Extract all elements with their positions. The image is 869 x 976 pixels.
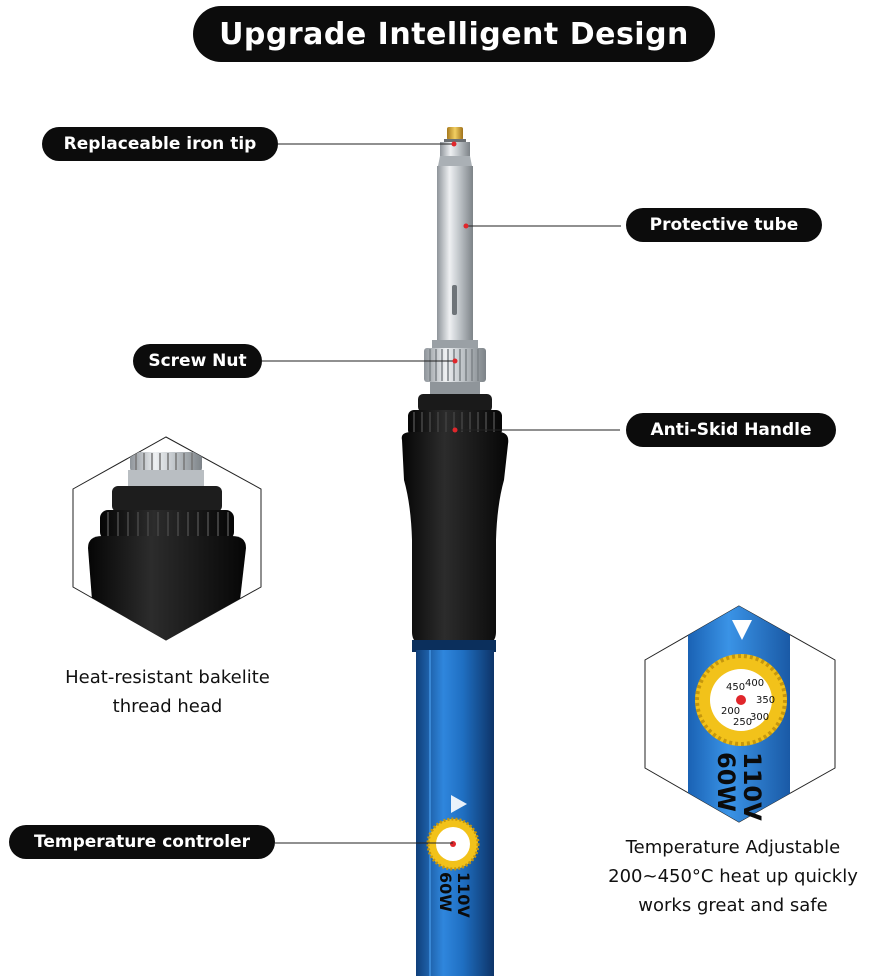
- label-temperature-controler: Temperature controler: [9, 825, 275, 859]
- anti-skid-grip: [401, 432, 509, 645]
- arrow-marker-icon: [451, 795, 467, 813]
- caption-bakelite-head: Heat-resistant bakelite thread head: [50, 663, 285, 721]
- bakelite-head-detail-hexagon: [72, 436, 262, 641]
- caption-temperature-adjustable: Temperature Adjustable 200~450°C heat up…: [598, 833, 868, 920]
- detail-power-text: 60W: [712, 752, 740, 812]
- label-protective-tube: Protective tube: [626, 208, 822, 242]
- screw-nut: [424, 340, 486, 394]
- blue-handle: [412, 640, 496, 976]
- page-title: Upgrade Intelligent Design: [193, 6, 715, 62]
- temperature-dial: [426, 817, 480, 871]
- temperature-dial-detail-hexagon: [644, 605, 836, 823]
- caption-line: works great and safe: [638, 895, 828, 916]
- label-replaceable-iron-tip: Replaceable iron tip: [42, 127, 278, 161]
- label-anti-skid-handle: Anti-Skid Handle: [626, 413, 836, 447]
- leader-lines: [262, 141, 621, 844]
- caption-line: Heat-resistant bakelite: [65, 667, 270, 688]
- handle-voltage-text: 110V: [454, 872, 473, 918]
- caption-line: Temperature Adjustable: [625, 837, 841, 858]
- detail-voltage-text: 110V: [738, 752, 766, 821]
- handle-power-text: 60W: [436, 872, 455, 912]
- label-screw-nut: Screw Nut: [133, 344, 262, 378]
- caption-line: 200~450°C heat up quickly: [608, 866, 858, 887]
- caption-line: thread head: [112, 696, 223, 717]
- dial-tick-labels: 200 250 300 350 400 450: [721, 678, 778, 728]
- protective-tube: [437, 142, 473, 346]
- iron-tip: [444, 127, 466, 143]
